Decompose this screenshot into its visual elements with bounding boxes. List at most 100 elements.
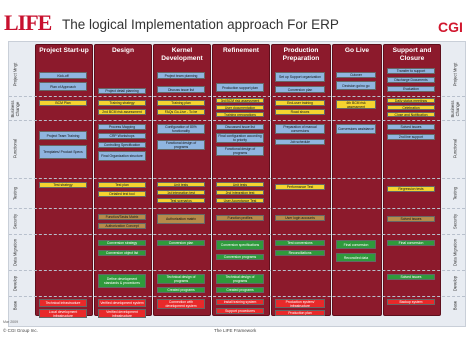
deliverable: Road shows [275, 109, 325, 115]
deliverable: Conversion plan [275, 86, 325, 93]
deliverable: Project team planning [157, 72, 205, 79]
deliverable: Technical design of programs [157, 274, 205, 284]
deliverable: Solved issues [387, 124, 435, 130]
row-label-testing-right: Testing [452, 186, 458, 201]
row-label-business-change-right: Business Change [450, 100, 460, 118]
deliverable: Created programs [216, 287, 264, 293]
deliverable: Regression tests [387, 186, 435, 192]
row-label-security-right: Security [452, 213, 458, 230]
deliverable: Production system/ infrastructure [275, 299, 325, 308]
deliverable: Solved issues [387, 216, 435, 222]
deliverable: Decision go/no go [336, 81, 376, 90]
life-logo: LIFE [4, 10, 52, 35]
phase-title: Project Start-up [39, 47, 89, 54]
deliverable: Controlling Specification [98, 142, 146, 148]
deliverable: Detailed test tool [98, 191, 146, 197]
deliverable: Function/Tasks Matrix [98, 214, 146, 220]
row-label-testing: Testing [12, 186, 18, 201]
deliverable: BCM Plan [39, 100, 87, 106]
deliverable: Unit tests [157, 182, 205, 187]
row-label-base: Base [12, 300, 18, 311]
deliverable: Test scenarios [157, 198, 205, 203]
deliverable: Authorization matrix [157, 214, 205, 224]
deliverable: Training plan [157, 100, 205, 106]
deliverable: Functional design of programs [157, 140, 205, 150]
deliverable: User Acceptance Test [216, 198, 264, 203]
phase-title: Support and Closure [392, 47, 432, 62]
deliverable: Unit tests [216, 182, 264, 187]
deliverable: Project Team Training [39, 131, 87, 140]
deliverable: Reconciled data [336, 253, 376, 262]
row-label-project-mngt-right: Project Mngt [452, 62, 458, 87]
deliverable: Close and Notification [387, 112, 435, 117]
row-label-data-migration-right: Data Migration [452, 238, 458, 267]
deliverable: Final conversion [387, 240, 435, 246]
row-divider [9, 120, 465, 121]
deliverable: 4th BCM risk assessment [336, 100, 376, 109]
row-divider [9, 96, 465, 97]
deliverable: 2nd BCM risk assessment [98, 109, 146, 115]
deliverable: Technical design of programs [216, 274, 264, 284]
row-label-functional: Functional [12, 138, 18, 159]
deliverable: Define development standards & procedure… [98, 274, 146, 288]
deliverable: 2nd line support [387, 134, 435, 140]
deliverable: CRP Workshops [98, 133, 146, 139]
deliverable: End-user training [275, 100, 325, 106]
deliverable: 1st integration test [157, 190, 205, 195]
deliverable: Process Mapping [98, 124, 146, 130]
deliverable: Solved issues [387, 274, 435, 280]
row-label-functional-right: Functional [452, 138, 458, 159]
row-divider [9, 208, 465, 209]
deliverable: Verified development infrastructure [98, 309, 146, 318]
deliverable: Celebration [387, 105, 435, 110]
deliverable: Final configuration according to priorit… [216, 133, 264, 143]
deliverable: Install training system [216, 299, 264, 305]
deliverable: Conversion programs [216, 254, 264, 260]
framework-board: Project Start-up Design Kernel Developme… [8, 41, 466, 327]
row-divider [9, 270, 465, 271]
deliverable: FAQs Go-Live - To be [157, 109, 205, 115]
deliverable: Conversions assistance [336, 124, 376, 134]
copyright: © CGI Group Inc. [3, 328, 38, 333]
deliverable: Configuration of 80% functionality [157, 124, 205, 134]
deliverable: Plan of Approach [39, 82, 87, 91]
deliverable: Cutover [336, 72, 376, 78]
deliverable: Function profiles [216, 215, 264, 221]
deliverable: Reconciliations [275, 250, 325, 256]
deliverable: Final Organization structure [98, 151, 146, 161]
deliverable: Functional design of programs [216, 146, 264, 156]
deliverable: Evaluation [387, 86, 435, 92]
deliverable: Discuss issue list [157, 86, 205, 93]
deliverable: 3rd BCM risk assessment [216, 98, 264, 103]
deliverable: Verified development system [98, 299, 146, 307]
deliverable: Set up Support organization [275, 72, 325, 82]
deliverable: Transfer to support [387, 68, 435, 74]
deliverable: Training strategy [98, 100, 146, 106]
phase-production-preparation: Production Preparation [271, 44, 331, 316]
footer-title: The LIFE Framework [214, 328, 257, 333]
deliverable: Training preparations [216, 112, 264, 117]
deliverable: Project detail planning [98, 88, 146, 94]
deliverable: Production support plan [216, 83, 264, 92]
deliverable: User documentation [216, 105, 264, 110]
row-divider [9, 296, 465, 297]
deliverable: Performance Test [275, 184, 325, 190]
row-label-security: Security [12, 213, 18, 230]
deliverable: Kick-off [39, 72, 87, 79]
deliverable: Production plan [275, 310, 325, 316]
deliverable: Templates/ Product Specs [39, 145, 87, 159]
date-note: Mar 2009 [3, 320, 19, 324]
deliverable: Authorization Concept [98, 223, 146, 229]
deliverable: Conversion strategy [98, 240, 146, 246]
row-divider [9, 178, 465, 179]
deliverable: Test plan [98, 182, 146, 188]
deliverable: Discussed issue list [216, 124, 264, 130]
deliverable: Preparation of manual conversions [275, 124, 325, 134]
phase-title: Production Preparation [282, 47, 320, 62]
deliverable: Daily status meetings [387, 98, 435, 103]
deliverable: Final conversion [336, 240, 376, 249]
deliverable: Connection with development system [157, 299, 205, 309]
deliverable: Discharge Documents [387, 77, 435, 83]
deliverable: Backup system [387, 299, 435, 305]
deliverable: Local development infrastructure [39, 309, 87, 318]
